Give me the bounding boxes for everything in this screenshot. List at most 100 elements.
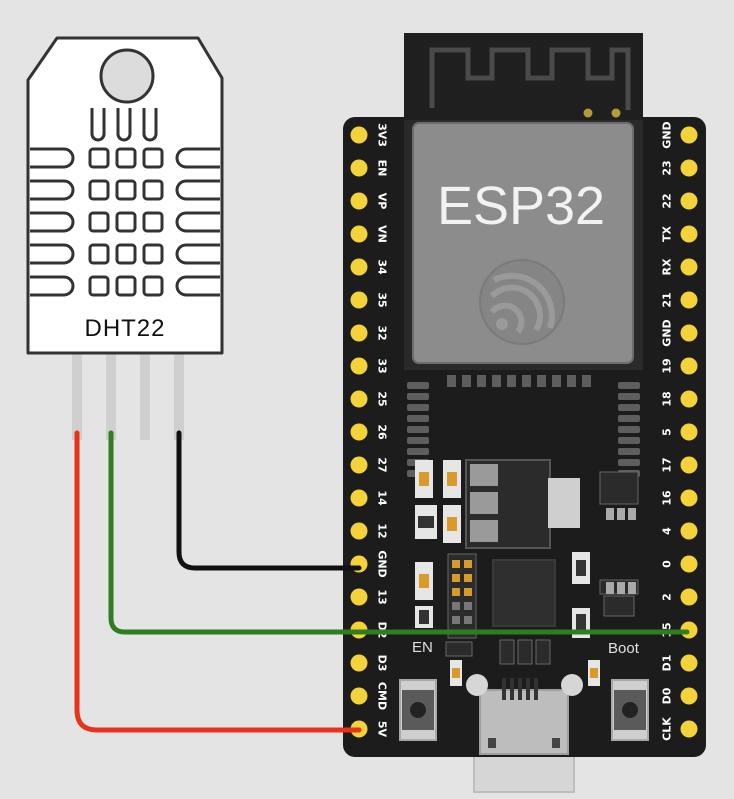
left-pin-label: 32 <box>376 325 389 340</box>
left-pin-label: EN <box>376 160 389 177</box>
right-pin-label: 16 <box>661 490 674 506</box>
right-pin-label: RX <box>661 258 674 275</box>
en-button[interactable] <box>399 679 437 741</box>
right-pin-label: 17 <box>661 457 674 472</box>
right-pin-0[interactable] <box>680 126 698 144</box>
right-pin-label: 4 <box>661 527 674 535</box>
right-pin-8[interactable] <box>680 390 698 408</box>
sensor-body <box>26 36 224 355</box>
module-shield <box>412 122 634 364</box>
right-pin-6[interactable] <box>680 324 698 342</box>
left-pin-0[interactable] <box>350 126 368 144</box>
right-pin-label: 21 <box>661 292 674 307</box>
right-pin-17[interactable] <box>680 687 698 705</box>
left-pin-label: CMD <box>376 682 389 710</box>
right-pin-label: GND <box>661 121 674 148</box>
right-pin-4[interactable] <box>680 258 698 276</box>
right-pin-label: 2 <box>661 593 674 601</box>
right-pin-10[interactable] <box>680 456 698 474</box>
en-button-label: EN <box>412 639 433 656</box>
left-pin-6[interactable] <box>350 324 368 342</box>
left-pin-1[interactable] <box>350 159 368 177</box>
right-pin-5[interactable] <box>680 291 698 309</box>
right-pin-label: 19 <box>661 358 674 373</box>
left-pin-label: 14 <box>376 490 389 506</box>
left-pin-8[interactable] <box>350 390 368 408</box>
right-pin-label: 0 <box>661 560 674 568</box>
module-pads <box>407 375 640 477</box>
left-pin-2[interactable] <box>350 192 368 210</box>
right-pin-3[interactable] <box>680 225 698 243</box>
right-pin-18[interactable] <box>680 720 698 738</box>
right-pin-9[interactable] <box>680 423 698 441</box>
right-pin-13[interactable] <box>680 555 698 573</box>
right-pin-label: TX <box>661 225 674 242</box>
right-pin-16[interactable] <box>680 654 698 672</box>
left-pin-label: 26 <box>376 424 389 440</box>
left-pin-17[interactable] <box>350 687 368 705</box>
sensor-lead-1 <box>72 350 82 440</box>
wires <box>74 430 690 733</box>
left-pin-5[interactable] <box>350 291 368 309</box>
left-pin-16[interactable] <box>350 654 368 672</box>
sensor-lead-3 <box>140 350 150 440</box>
espressif-logo-icon <box>479 259 565 345</box>
right-pin-label: D1 <box>661 655 674 672</box>
left-pin-14[interactable] <box>350 588 368 606</box>
left-pin-label: 34 <box>376 259 389 275</box>
antenna-pad <box>611 108 621 118</box>
left-pin-label: 5V <box>376 721 389 738</box>
left-pin-4[interactable] <box>350 258 368 276</box>
sensor-vents <box>30 147 220 297</box>
left-pin-12[interactable] <box>350 522 368 540</box>
right-pin-label: 5 <box>661 428 674 436</box>
left-pin-label: 13 <box>376 589 389 604</box>
chip-label: ESP32 <box>437 176 605 236</box>
boot-button-label: Boot <box>608 640 640 657</box>
sensor-lead-4 <box>174 350 184 440</box>
left-pin-3[interactable] <box>350 225 368 243</box>
right-pin-label: 18 <box>661 391 674 406</box>
dht22-sensor: DHT22 <box>26 36 224 440</box>
right-pin-14[interactable] <box>680 588 698 606</box>
left-pin-label: VP <box>376 193 389 210</box>
left-pin-label: 27 <box>376 457 389 472</box>
wifi-module: ESP32 <box>404 33 643 477</box>
left-pin-7[interactable] <box>350 357 368 375</box>
left-pin-label: 35 <box>376 292 389 307</box>
usb-port[interactable] <box>466 674 583 755</box>
right-pin-label: GND <box>661 319 674 346</box>
sensor-label: DHT22 <box>84 315 165 342</box>
left-pin-header: 3V3ENVPVN343532332526271412GND13D2D3CMD5… <box>350 123 389 738</box>
right-pin-label: CLK <box>661 717 674 741</box>
right-pin-2[interactable] <box>680 192 698 210</box>
right-pin-11[interactable] <box>680 489 698 507</box>
smd-components <box>415 459 639 686</box>
left-pin-label: GND <box>376 550 389 577</box>
left-pin-label: 33 <box>376 358 389 373</box>
left-pin-9[interactable] <box>350 423 368 441</box>
left-pin-label: 25 <box>376 391 389 406</box>
right-pin-1[interactable] <box>680 159 698 177</box>
left-pin-11[interactable] <box>350 489 368 507</box>
boot-button[interactable] <box>611 679 649 741</box>
right-pin-label: D0 <box>661 687 674 704</box>
sensor-lead-2 <box>106 350 116 440</box>
left-pin-label: VN <box>376 225 389 243</box>
left-pin-label: 3V3 <box>376 123 389 147</box>
wire-vcc-red[interactable] <box>74 430 362 733</box>
antenna-pad <box>583 108 593 118</box>
wire-ground-black[interactable] <box>176 430 362 571</box>
mounting-hole-icon <box>99 48 155 104</box>
right-pin-label: 22 <box>661 193 674 208</box>
left-pin-10[interactable] <box>350 456 368 474</box>
left-pin-label: D3 <box>376 655 389 672</box>
antenna-trace <box>429 47 631 110</box>
right-pin-12[interactable] <box>680 522 698 540</box>
wire-data-green[interactable] <box>108 430 690 635</box>
right-pin-label: 23 <box>661 160 674 175</box>
right-pin-7[interactable] <box>680 357 698 375</box>
left-pin-label: 12 <box>376 523 389 538</box>
